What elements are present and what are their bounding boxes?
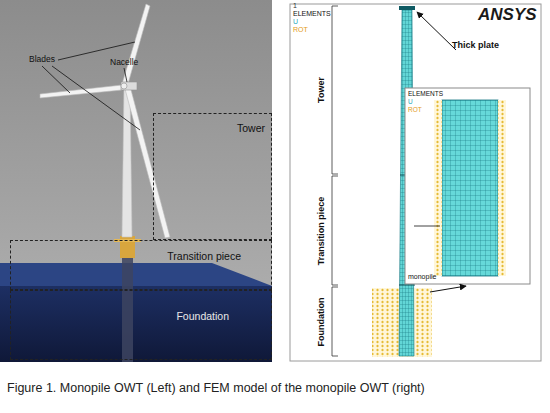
blade bbox=[125, 86, 170, 238]
sea-body bbox=[0, 286, 272, 362]
detail-inset: ELEMENTSUROT monopile bbox=[405, 88, 530, 284]
nacelle bbox=[121, 82, 137, 90]
legend-heading: ELEMENTS bbox=[408, 90, 443, 97]
region-name: Foundation bbox=[176, 311, 229, 323]
segment-line bbox=[399, 285, 415, 286]
bracket bbox=[332, 6, 338, 356]
inset-springs bbox=[498, 100, 506, 276]
figure-caption: Figure 1. Monopile OWT (Left) and FEM mo… bbox=[7, 381, 425, 395]
part-name: Blades bbox=[29, 55, 55, 64]
pointer-arrow bbox=[417, 12, 456, 50]
inset-background bbox=[405, 88, 530, 284]
region-name: Tower bbox=[237, 123, 265, 135]
legend-item: U bbox=[293, 18, 298, 26]
legend-item: ROT bbox=[293, 26, 308, 34]
region-band: Transition piece bbox=[10, 240, 272, 290]
inset-mesh bbox=[442, 100, 498, 276]
thick-plate bbox=[399, 6, 415, 10]
region-band: Foundation bbox=[10, 290, 272, 360]
callout-number: 1 bbox=[293, 2, 297, 10]
logo-text: ANSYS bbox=[478, 6, 537, 25]
sky-background bbox=[0, 0, 272, 362]
legend-item: U bbox=[408, 98, 413, 105]
part-name: monopile bbox=[408, 273, 436, 281]
inset-springs bbox=[434, 100, 442, 276]
part-name: Thick plate bbox=[452, 41, 499, 51]
leader-line bbox=[124, 68, 127, 82]
legend-heading: ELEMENTS bbox=[293, 10, 331, 18]
section-name: Tower bbox=[317, 77, 327, 103]
part-name: Nacelle bbox=[110, 58, 138, 67]
pointer-arrow bbox=[430, 286, 466, 292]
leader-line bbox=[52, 66, 140, 130]
section-name: Transition piece bbox=[317, 197, 327, 266]
monopile bbox=[122, 256, 133, 362]
sea-surface bbox=[0, 263, 272, 286]
section-name: Foundation bbox=[317, 298, 327, 347]
fem-panel bbox=[290, 4, 541, 361]
region-name: Transition piece bbox=[167, 251, 241, 263]
legend-item: ROT bbox=[408, 106, 422, 113]
hub bbox=[121, 83, 127, 89]
leader-line bbox=[42, 66, 70, 93]
region-band: Tower bbox=[153, 113, 272, 240]
pointer-line bbox=[414, 226, 440, 227]
